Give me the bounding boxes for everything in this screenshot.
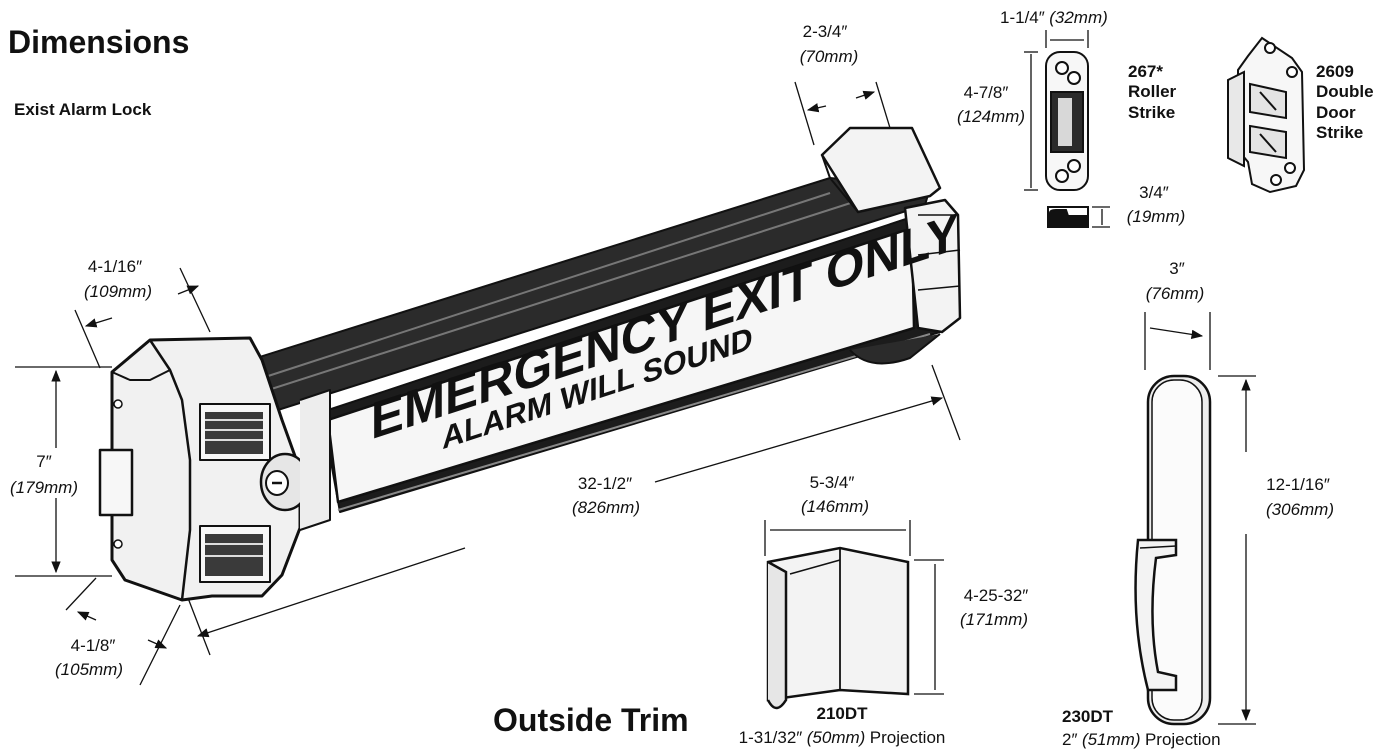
strike-width-imperial: 1-1/4″ <box>1000 8 1045 27</box>
upper-vent <box>199 403 271 461</box>
right-end-housing <box>903 198 962 334</box>
depth-bottom-imperial: 4-1/8″ <box>70 636 116 655</box>
push-trim-projection: 1-31/32″ (50mm) Projection <box>739 728 946 748</box>
sign-panel <box>326 226 916 504</box>
length-imperial: 32-1/2″ <box>577 474 633 493</box>
double-door-strike-label-line: Double <box>1316 82 1374 102</box>
double-door-strike-label-line: Strike <box>1316 123 1364 143</box>
pull-trim-height-imperial: 12-1/16″ <box>1266 475 1330 494</box>
strike-height-metric: (124mm) <box>956 107 1026 126</box>
rail-width-imperial: 2-3/4″ <box>802 22 848 41</box>
depth-bottom-metric: (105mm) <box>54 660 124 679</box>
latch-block <box>98 448 134 517</box>
length-metric: (826mm) <box>571 498 641 517</box>
pull-trim-230dt-drawing <box>1134 374 1212 726</box>
roller-strike-267-drawing <box>1045 51 1089 228</box>
pull-trim-dimension-lines <box>1144 312 1256 725</box>
push-trim-width-metric: (146mm) <box>800 497 870 516</box>
depth-top-imperial: 4-1/16″ <box>87 257 143 276</box>
push-trim-width-imperial: 5-3/4″ <box>809 473 855 492</box>
roller-strike-dimension-lines <box>1024 30 1110 228</box>
push-trim-projection-metric: (50mm) <box>806 728 866 747</box>
strike-height-imperial: 4-7/8″ <box>963 83 1009 102</box>
strike-width-dimension: 1-1/4″ (32mm) <box>1000 8 1108 28</box>
pull-trim-width-metric: (76mm) <box>1145 284 1205 303</box>
double-door-strike-label-line: 2609 <box>1316 62 1354 81</box>
page-subtitle: Exist Alarm Lock <box>14 100 152 119</box>
push-trim-210dt-drawing <box>766 546 910 710</box>
page-title: Dimensions <box>8 24 190 60</box>
push-trim-dimension-lines <box>764 520 944 695</box>
roller-strike-label: 267* Roller Strike <box>1128 62 1176 123</box>
outside-trim-title: Outside Trim <box>493 702 689 738</box>
roller-strike-label-line: Strike <box>1128 102 1176 122</box>
height-imperial: 7″ <box>36 452 52 471</box>
pull-trim-width-imperial: 3″ <box>1169 259 1185 278</box>
double-door-strike-2609-drawing <box>1227 36 1306 194</box>
lower-vent <box>199 525 271 583</box>
pull-trim-projection-metric: (51mm) <box>1081 730 1141 749</box>
push-trim-model: 210DT <box>816 704 868 723</box>
height-metric: (179mm) <box>9 478 79 497</box>
pull-trim-projection: 2″ (51mm) Projection <box>1062 730 1221 750</box>
push-trim-projection-imperial: 1-31/32″ <box>738 728 803 747</box>
strike-thickness-metric: (19mm) <box>1126 207 1186 226</box>
push-trim-height-metric: (171mm) <box>959 610 1029 629</box>
pull-trim-projection-suffix: Projection <box>1144 730 1221 749</box>
pull-trim-model: 230DT <box>1062 707 1114 726</box>
push-trim-projection-suffix: Projection <box>869 728 946 747</box>
roller-strike-label-line: 267* <box>1128 62 1163 81</box>
strike-thickness-imperial: 3/4″ <box>1139 183 1169 202</box>
rail-width-metric: (70mm) <box>799 47 859 66</box>
push-trim-height-imperial: 4-25-32″ <box>963 586 1029 605</box>
pull-trim-height-metric: (306mm) <box>1265 500 1335 519</box>
pull-trim-projection-imperial: 2″ <box>1062 730 1078 749</box>
roller-strike-label-line: Roller <box>1128 82 1177 102</box>
strike-width-metric: (32mm) <box>1049 8 1108 27</box>
exit-alarm-lock-drawing <box>98 126 962 602</box>
double-door-strike-label-line: Door <box>1316 102 1356 122</box>
double-door-strike-label: 2609 Double Door Strike <box>1316 62 1374 144</box>
lock-dimension-lines <box>15 81 961 686</box>
depth-top-metric: (109mm) <box>83 282 153 301</box>
